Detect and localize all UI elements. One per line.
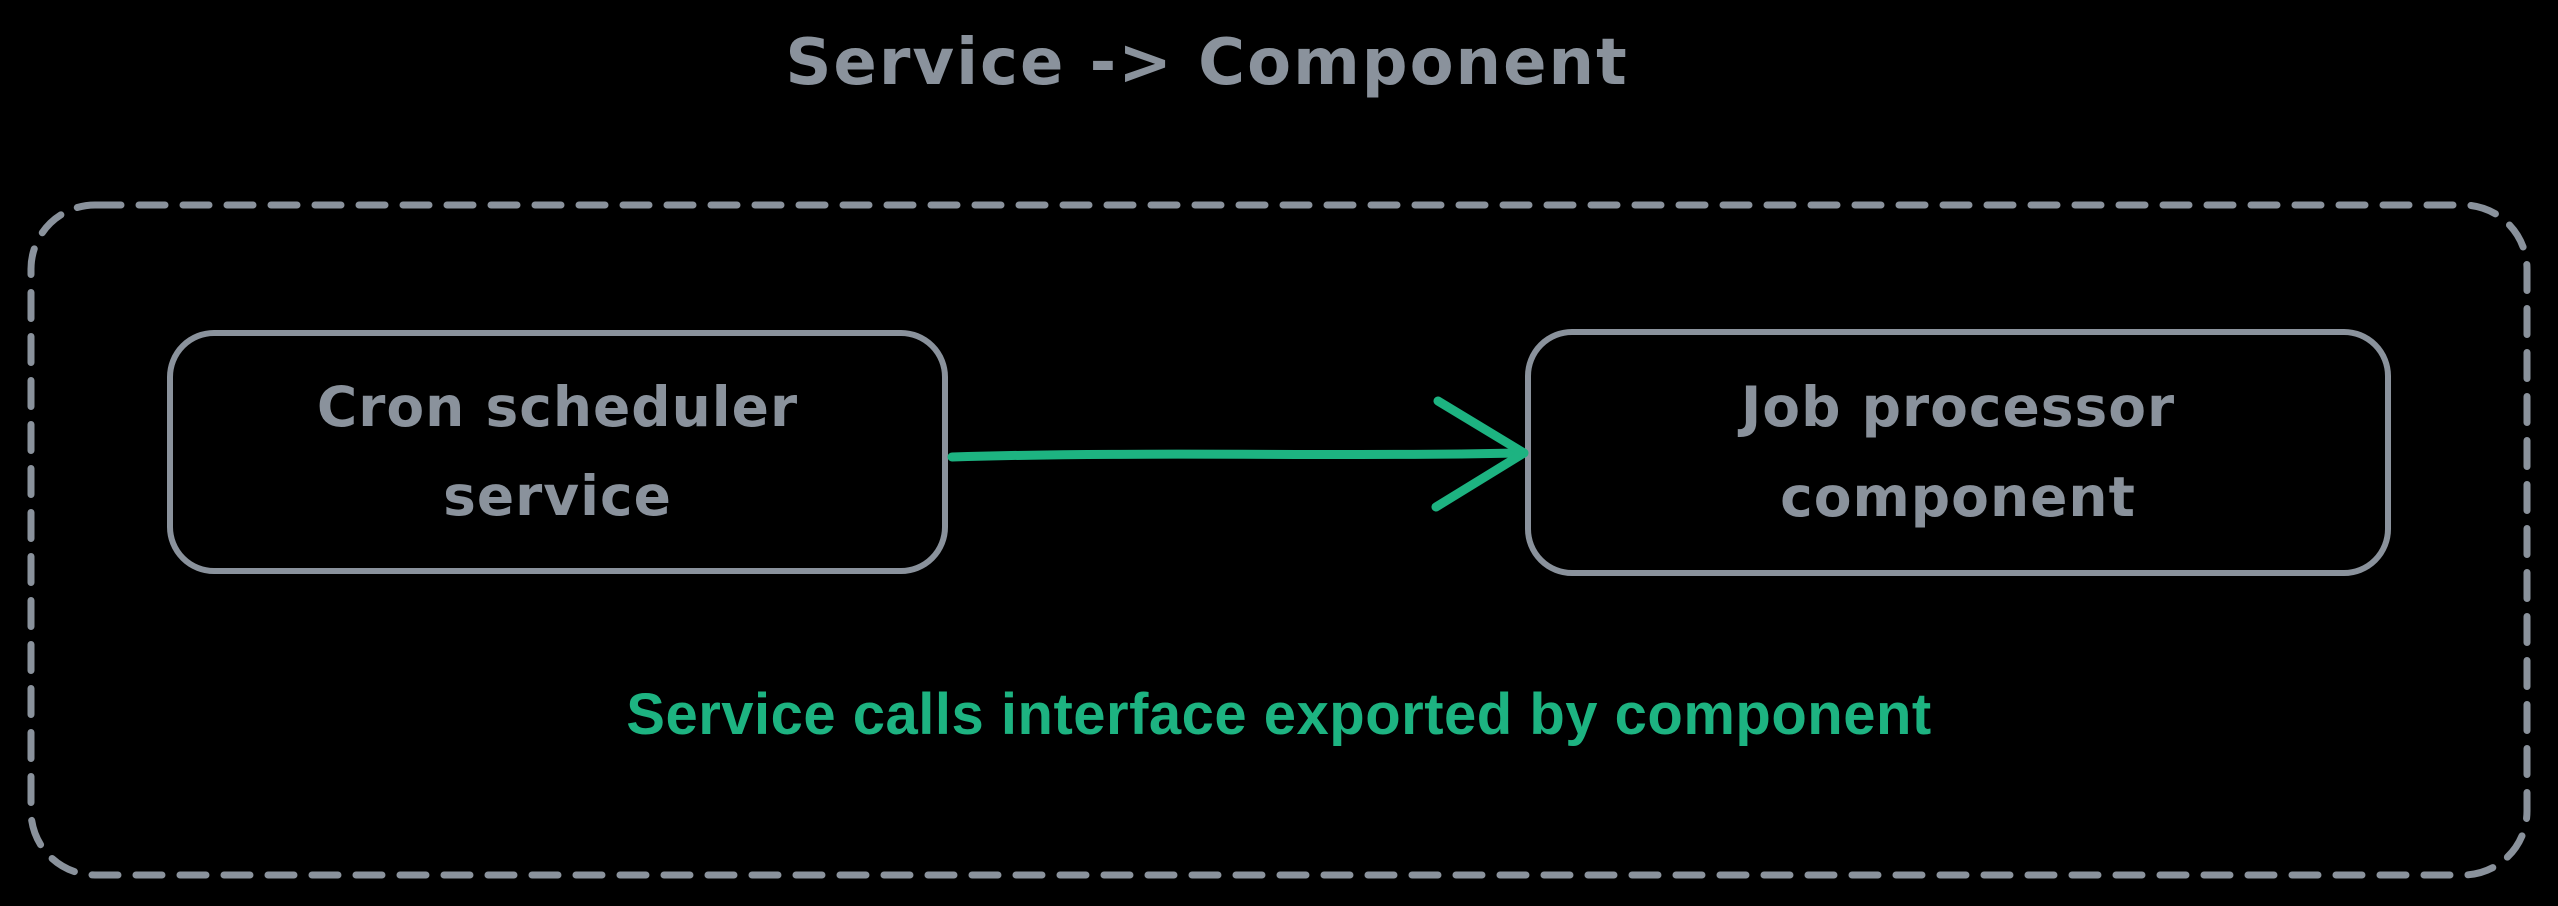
node-cron-scheduler-service: Cron scheduler service	[170, 333, 945, 571]
node-label-line: component	[1780, 464, 2136, 529]
node-label-line: Job processor	[1740, 375, 2176, 440]
node-label-line: Cron scheduler	[316, 374, 799, 439]
node-label-line: service	[443, 464, 672, 528]
node-cron-scheduler-border	[167, 330, 948, 574]
edge-arrowhead-icon	[1431, 396, 1529, 512]
edge-label: Service calls interface exported by comp…	[626, 682, 1932, 747]
diagram-title: Service -> Component	[785, 26, 1629, 100]
edge-arrow-shaft	[947, 448, 1523, 462]
edge-arrow	[947, 396, 1529, 512]
system-boundary-border	[27, 201, 2531, 879]
node-job-processor-component: Job processor component	[1528, 332, 2388, 573]
